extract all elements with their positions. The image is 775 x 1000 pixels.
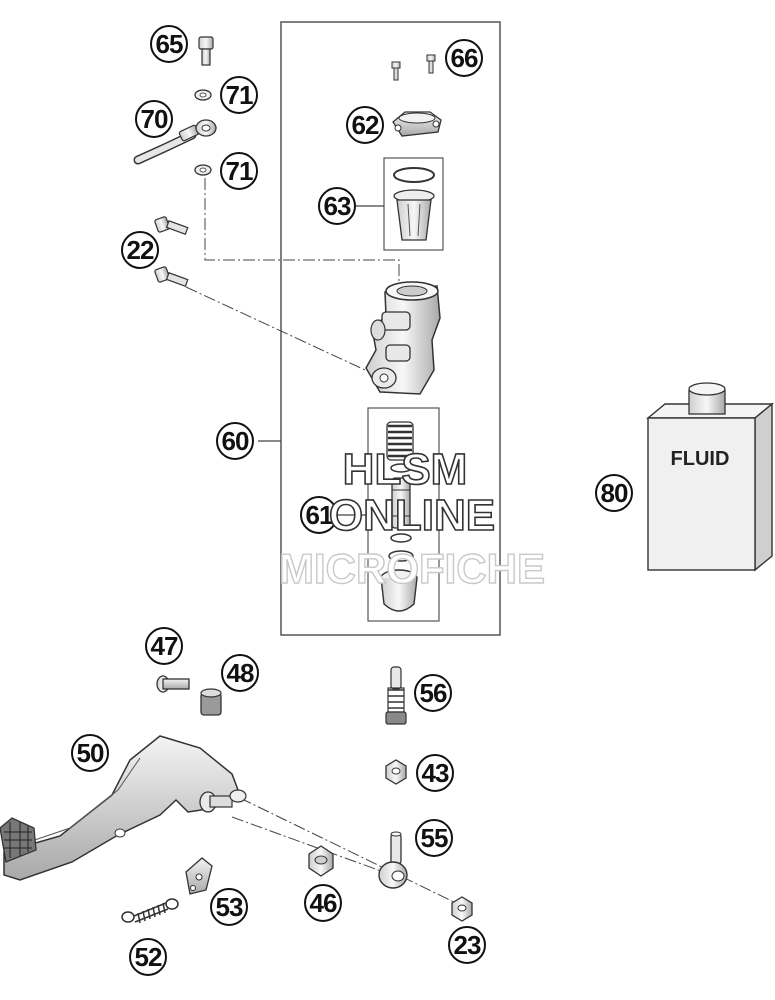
clevis-nut-part (451, 896, 473, 922)
svg-text:60: 60 (222, 426, 249, 456)
svg-text:47: 47 (151, 631, 178, 661)
reservoir-kit-box (383, 157, 444, 251)
callout-70: 70 (135, 100, 173, 138)
callout-50: 50 (71, 734, 109, 772)
mounting-screws-part (154, 216, 189, 288)
callout-61: 61 (300, 496, 338, 534)
callout-80: 80 (595, 474, 633, 512)
watermark-line-2: ONLINE (329, 491, 495, 540)
svg-text:62: 62 (352, 110, 379, 140)
svg-text:52: 52 (135, 942, 162, 972)
cover-screws-part (391, 54, 436, 81)
callout-71-lower: 71 (220, 152, 258, 190)
callout-52: 52 (129, 938, 167, 976)
svg-text:43: 43 (422, 758, 449, 788)
svg-text:66: 66 (451, 43, 478, 73)
svg-text:56: 56 (420, 678, 447, 708)
brake-fluid-bottle: FLUID (646, 382, 774, 572)
svg-text:48: 48 (227, 658, 254, 688)
watermark: HLSM ONLINE MICROFICHE (278, 444, 545, 593)
pivot-bolt-part (156, 675, 190, 693)
svg-text:61: 61 (306, 500, 333, 530)
brake-hose-part (133, 119, 217, 165)
callout-66: 66 (445, 39, 483, 77)
callout-46: 46 (304, 884, 342, 922)
svg-text:70: 70 (141, 104, 168, 134)
callout-62: 62 (346, 106, 384, 144)
spring-plate-part (185, 857, 213, 895)
watermark-line-1: HLSM (343, 445, 468, 494)
lock-nut-part (385, 759, 407, 785)
svg-text:55: 55 (421, 823, 448, 853)
callout-63: 63 (318, 187, 356, 225)
callout-56: 56 (414, 674, 452, 712)
clevis-part (378, 831, 408, 889)
bushing-part (200, 688, 222, 716)
master-cylinder-assembly-box (280, 21, 501, 636)
watermark-line-3: MICROFICHE (279, 545, 545, 592)
callout-65: 65 (150, 25, 188, 63)
callout-22: 22 (121, 231, 159, 269)
piston-kit-part (380, 421, 418, 612)
pedal-nut-part (308, 845, 334, 877)
svg-text:80: 80 (601, 478, 628, 508)
push-rod-part (385, 666, 407, 725)
callout-23: 23 (448, 926, 486, 964)
svg-text:65: 65 (156, 29, 183, 59)
brake-pedal-part (0, 735, 247, 881)
callout-55: 55 (415, 819, 453, 857)
callout-43: 43 (416, 754, 454, 792)
assembly-lines (185, 178, 461, 906)
reservoir-kit-part (393, 167, 435, 241)
svg-text:50: 50 (77, 738, 104, 768)
master-cylinder-body-part (365, 281, 441, 395)
banjo-bolt-part (198, 36, 214, 66)
svg-text:46: 46 (310, 888, 337, 918)
callout-71-upper: 71 (220, 76, 258, 114)
svg-text:53: 53 (216, 892, 243, 922)
svg-text:23: 23 (454, 930, 481, 960)
callout-53: 53 (210, 888, 248, 926)
svg-text:63: 63 (324, 191, 351, 221)
reservoir-cover-part (392, 111, 442, 137)
svg-text:22: 22 (127, 235, 154, 265)
svg-text:71: 71 (226, 80, 253, 110)
fluid-label: FLUID (671, 448, 730, 470)
return-spring-part (121, 898, 179, 924)
callout-47: 47 (145, 627, 183, 665)
callout-60: 60 (216, 422, 254, 460)
callout-48: 48 (221, 654, 259, 692)
svg-text:71: 71 (226, 156, 253, 186)
